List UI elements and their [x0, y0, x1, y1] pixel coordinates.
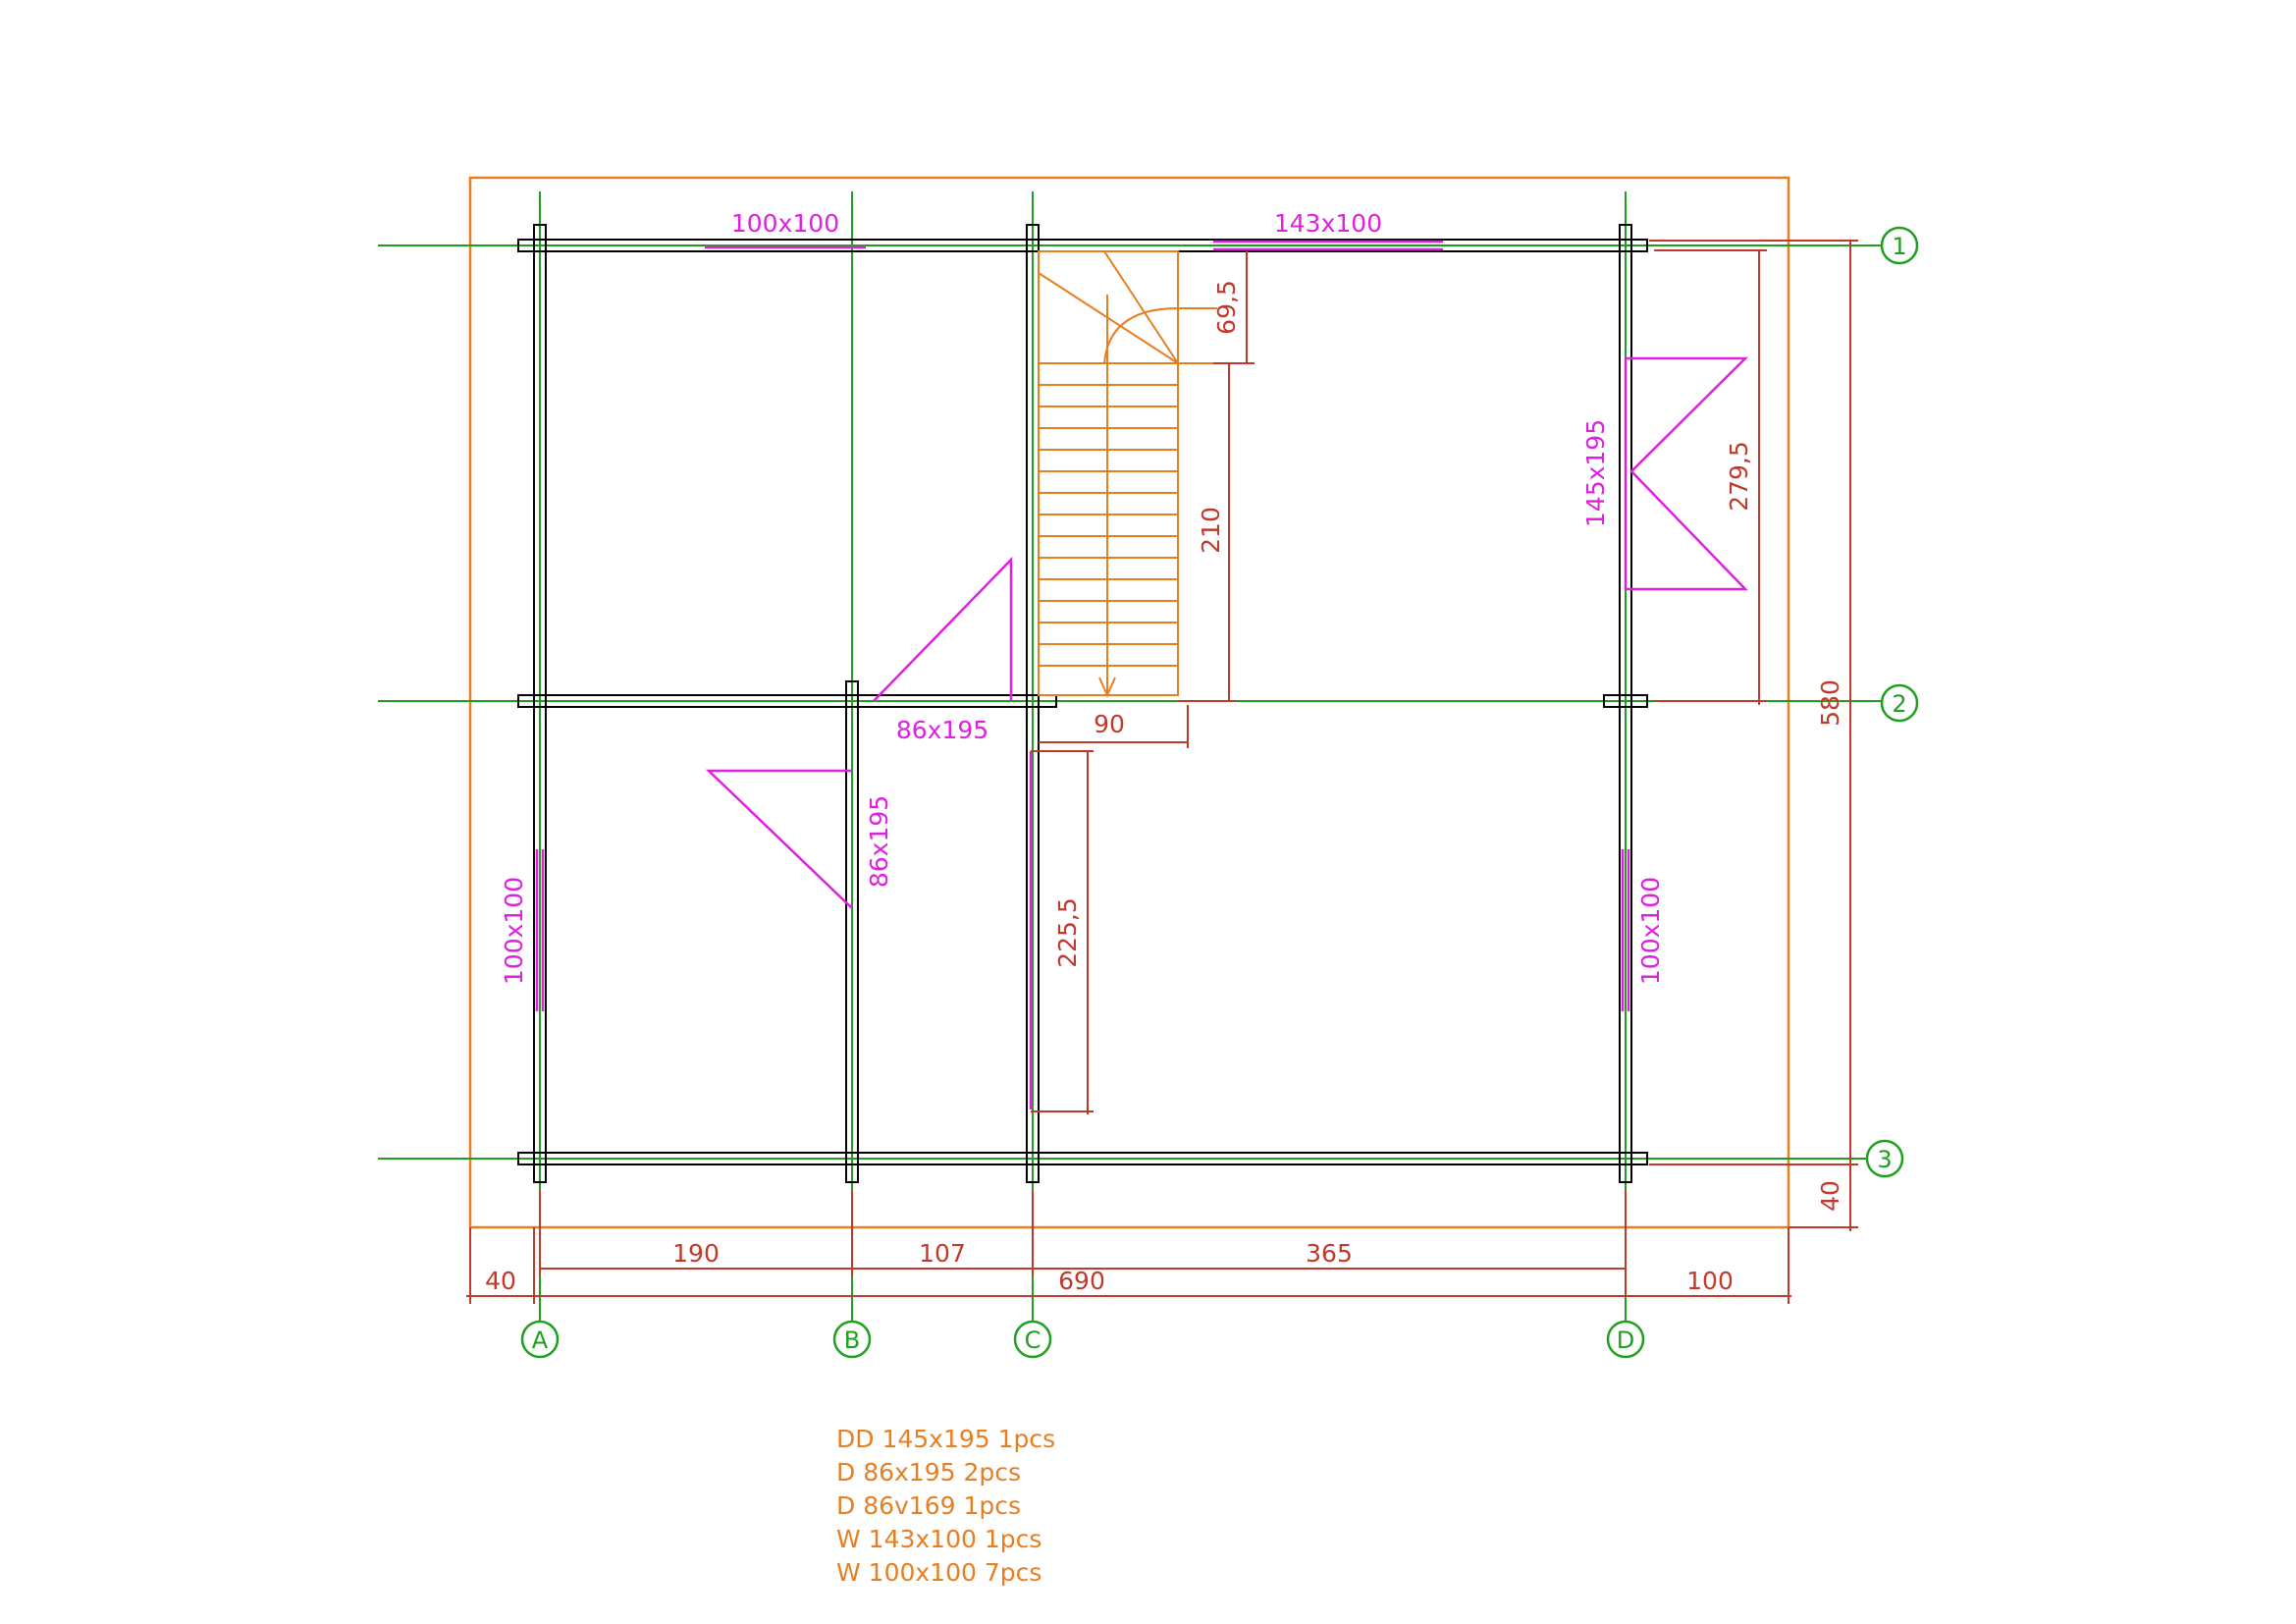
legend-item: DD 145x195 1pcs — [836, 1425, 1055, 1453]
dim-210: 210 — [1197, 507, 1225, 554]
axis-label-c: C — [1025, 1326, 1041, 1354]
axis-label-b: B — [844, 1326, 860, 1354]
axis-label-a: A — [532, 1326, 549, 1354]
axis-bubble-a — [520, 1320, 560, 1359]
legend-item: D 86v169 1pcs — [836, 1491, 1021, 1520]
axis-bubble-d — [1606, 1320, 1645, 1359]
dim-279-5: 279,5 — [1725, 441, 1753, 512]
window-label-top-right: 143x100 — [1274, 209, 1382, 238]
axis-bubble-b — [832, 1320, 872, 1359]
walls — [517, 224, 1648, 1183]
dim-107: 107 — [919, 1239, 966, 1268]
dim-90: 90 — [1094, 710, 1125, 738]
door-label-vertical: 86x195 — [865, 795, 893, 888]
dim-365: 365 — [1306, 1239, 1353, 1268]
legend-item: W 143x100 1pcs — [836, 1525, 1041, 1553]
axis-bubble-2 — [1880, 683, 1919, 723]
window-label-left: 100x100 — [500, 877, 528, 985]
dim-225-5: 225,5 — [1053, 897, 1082, 968]
dim-580: 580 — [1816, 679, 1844, 727]
axis-bubbles — [520, 226, 1919, 1359]
axis-lines — [378, 191, 1885, 1326]
dim-690: 690 — [1058, 1267, 1105, 1295]
window-label-right: 100x100 — [1636, 877, 1665, 985]
door-label-right: 145x195 — [1581, 419, 1610, 527]
legend-item: D 86x195 2pcs — [836, 1458, 1021, 1487]
dim-40-left: 40 — [485, 1267, 516, 1295]
legend: DD 145x195 1pcs D 86x195 2pcs D 86v169 1… — [836, 1425, 1055, 1587]
axis-bubble-3 — [1865, 1139, 1904, 1178]
staircase — [1038, 250, 1217, 698]
dim-100: 100 — [1686, 1267, 1734, 1295]
door-label-mid: 86x195 — [896, 716, 988, 744]
dim-190: 190 — [672, 1239, 720, 1268]
axis-bubble-c — [1013, 1320, 1052, 1359]
legend-item: W 100x100 7pcs — [836, 1558, 1041, 1587]
dim-40-right: 40 — [1816, 1180, 1844, 1212]
dimension-lines — [466, 240, 1858, 1304]
axis-label-3: 3 — [1877, 1146, 1892, 1173]
dim-69-5: 69,5 — [1212, 280, 1241, 335]
axis-label-1: 1 — [1892, 233, 1906, 260]
building-outline — [468, 176, 1790, 1229]
axis-bubble-1 — [1880, 226, 1919, 265]
axis-label-d: D — [1617, 1326, 1634, 1354]
axis-label-2: 2 — [1892, 690, 1906, 718]
window-label-top-left: 100x100 — [731, 209, 839, 238]
openings — [535, 240, 1749, 1110]
